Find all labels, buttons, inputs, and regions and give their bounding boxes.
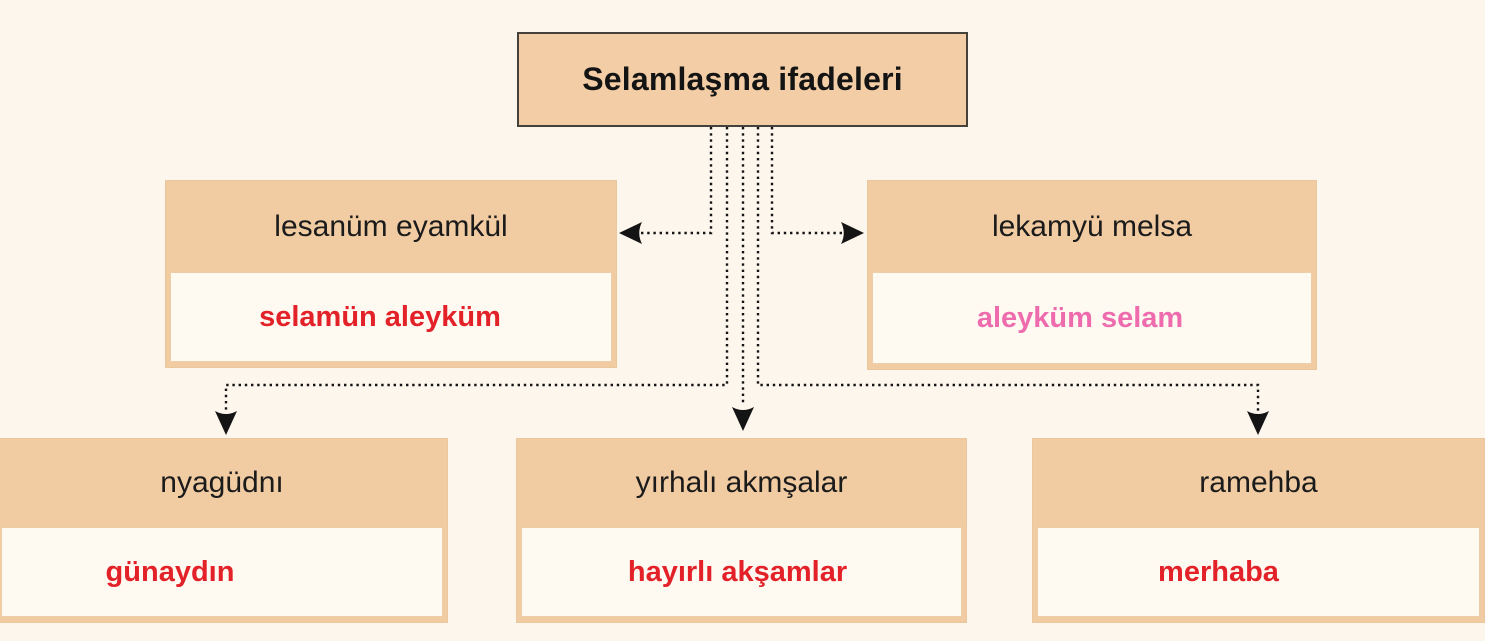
connector-to-mid-right [770,127,849,235]
scrambled-word: yırhalı akmşalar [635,466,848,499]
connector-to-mid-left [632,127,713,235]
diagram-title: Selamlaşma ifadeleri [517,32,968,127]
card-merhaba: ramehba merhaba [1032,438,1485,623]
scrambled-word: lesanüm eyamkül [274,209,508,243]
scrambled-word: nyagüdnı [160,466,284,499]
answer-word: aleyküm selam [976,301,1184,334]
answer-box: selamün aleyküm [170,272,612,362]
card-gunaydin: nyagüdnı günaydın [0,438,448,623]
answer-box: hayırlı akşamlar [521,527,962,617]
answer-box: günaydın [1,527,443,617]
answer-box: merhaba [1037,527,1480,617]
arrowhead-down-right-icon [1247,411,1269,435]
answer-word: merhaba [1158,555,1279,588]
arrowhead-right-icon [841,222,864,244]
card-hayirli-aksamlar: yırhalı akmşalar hayırlı akşamlar [516,438,967,623]
card-aleykum-selam: lekamyü melsa aleyküm selam [867,180,1317,370]
card-selamun-aleykum: lesanüm eyamkül selamün aleyküm [165,180,617,368]
answer-box: aleyküm selam [872,272,1312,364]
diagram-title-label: Selamlaşma ifadeleri [582,61,903,97]
answer-word: günaydın [105,555,235,588]
arrowhead-down-left-icon [215,411,237,435]
answer-word: hayırlı akşamlar [627,555,848,588]
scrambled-word: ramehba [1199,466,1318,499]
arrowhead-left-icon [619,222,642,244]
arrowhead-down-middle-icon [732,407,754,431]
scrambled-word: lekamyü melsa [991,209,1193,243]
answer-word: selamün aleyküm [259,300,501,333]
